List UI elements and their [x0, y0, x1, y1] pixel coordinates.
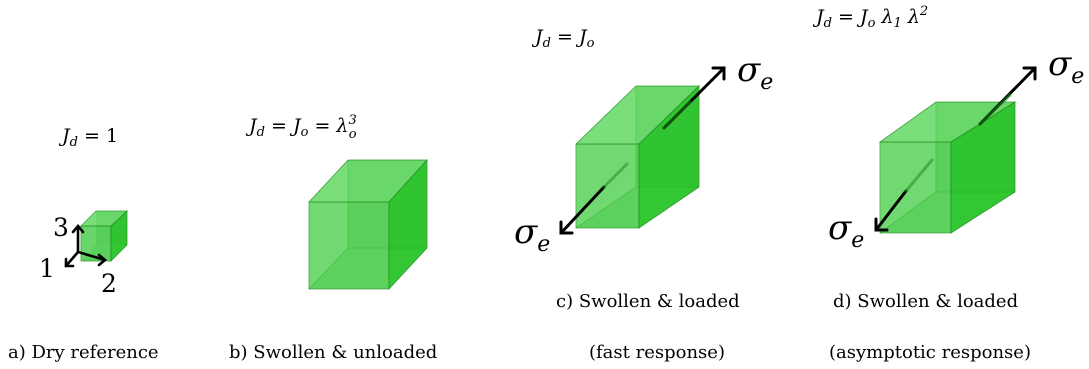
panel-a: Jd = 1 1 2 3 a) Dry reference — [8, 125, 159, 363]
sigma-d-upper: σe — [1048, 44, 1084, 89]
panel-b-caption: b) Swollen & unloaded — [229, 342, 437, 363]
cube-d-front — [879, 141, 952, 234]
axis-label-2: 2 — [101, 269, 117, 298]
cube-asymptotic — [878, 101, 1017, 234]
cube-c-top — [575, 85, 700, 145]
cube-c-front — [575, 143, 640, 229]
cube-swollen — [308, 158, 428, 291]
panel-d-equation: Jd = Jo λ1 λ2 — [812, 4, 928, 31]
panel-c-caption-line1: c) Swollen & loaded — [556, 291, 740, 312]
panel-a-caption: a) Dry reference — [8, 342, 159, 363]
panel-c: Jd = Jo σe σe c) Swollen & loaded — [514, 26, 773, 363]
sigma-d-lower: σe — [828, 208, 864, 253]
sigma-c-lower: σe — [514, 212, 550, 257]
panel-c-equation: Jd = Jo — [531, 26, 595, 51]
panel-d: Jd = Jo λ1 λ2 σe σe d) Swollen & loade — [812, 4, 1084, 363]
stress-arrows-c — [559, 66, 726, 235]
panel-a-equation: Jd = 1 — [58, 125, 118, 150]
stress-arrow-d-lower — [874, 189, 908, 232]
coordinate-axes — [64, 223, 108, 268]
cube-dry — [80, 210, 129, 262]
stress-arrow-c-lower — [559, 185, 606, 235]
cube-dry-front — [80, 225, 112, 262]
panel-d-caption-line2: (asymptotic response) — [829, 342, 1031, 363]
cube-b-top — [308, 159, 428, 203]
axis-2-arrow — [76, 250, 107, 262]
panel-d-caption-line1: d) Swollen & loaded — [833, 291, 1018, 312]
axis-label-3: 3 — [53, 213, 69, 242]
cube-dry-top — [80, 210, 129, 227]
axis-label-1: 1 — [39, 254, 55, 283]
sigma-c-upper: σe — [737, 50, 773, 95]
cube-b-front — [308, 201, 390, 290]
eq-a-lhs-sub: d — [70, 135, 78, 150]
eq-a-lhs: J — [58, 125, 71, 147]
panel-c-caption-line2: (fast response) — [589, 342, 725, 363]
cube-fast — [575, 85, 700, 229]
cube-d-top — [878, 101, 1017, 143]
stress-arrows-d — [874, 66, 1037, 232]
axis-1-arrow — [64, 250, 80, 268]
eq-a-rest: = 1 — [78, 125, 118, 147]
